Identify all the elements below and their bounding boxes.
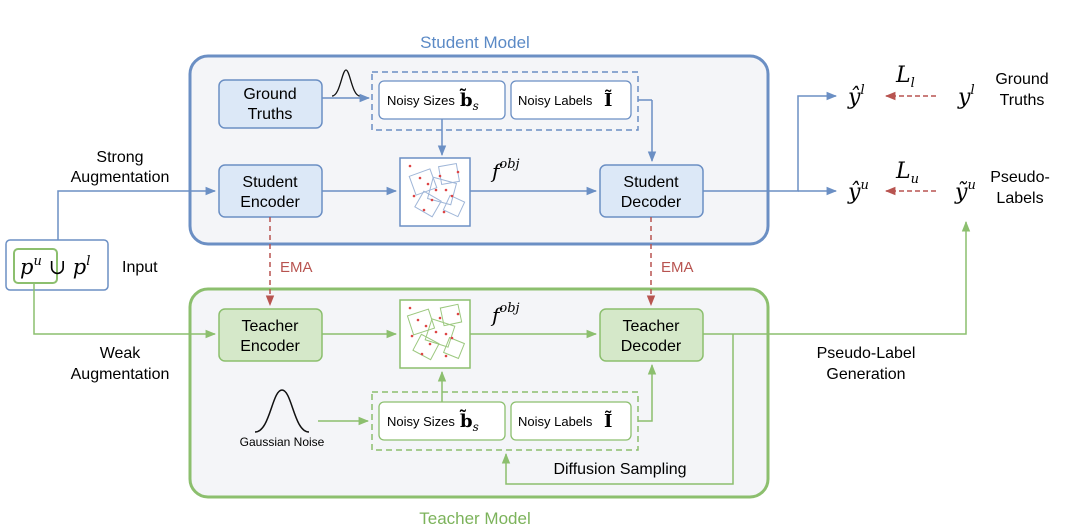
student-noisy-labels-symbol: Ĩ <box>604 88 612 111</box>
teacher-feature-dots <box>408 306 460 358</box>
student-decoder-line2: Decoder <box>621 194 682 211</box>
teacher-noisy-labels-symbol: Ĩ <box>604 409 612 432</box>
teacher-model-title: Teacher Model <box>419 509 531 528</box>
teacher-noisy-labels-to-decoder-arrow <box>638 363 657 422</box>
weak-aug-line2: Augmentation <box>71 366 170 383</box>
decoder-output-arrow-top <box>703 91 838 192</box>
pseudo-label-generation-line1: Pseudo-Label <box>817 345 916 362</box>
diffusion-sampling-label: Diffusion Sampling <box>553 461 686 478</box>
student-feature-dots <box>408 164 460 214</box>
ground-truths-box-line1: Ground <box>243 86 296 103</box>
loss-u: Lu <box>895 159 919 187</box>
small-gaussian-icon <box>331 69 361 97</box>
ground-truths-box <box>218 79 323 129</box>
teacher-noisy-sizes-label: Noisy Sizes <box>387 414 455 429</box>
student-noisy-sizes-label: Noisy Sizes <box>387 93 455 108</box>
teacher-encoder-box <box>218 308 323 362</box>
teacher-encoder-line2: Encoder <box>240 338 300 355</box>
strong-aug-line1: Strong <box>96 149 143 166</box>
student-model-title: Student Model <box>420 33 530 52</box>
ema-right-label: EMA <box>661 259 694 276</box>
input-label: Input <box>122 259 158 276</box>
ground-truths-box-line2: Truths <box>248 106 293 123</box>
diffusion-sampling-loop <box>501 334 734 485</box>
student-noisy-labels-box <box>510 80 632 120</box>
loss-l: Ll <box>895 63 915 91</box>
gaussian-noise-icon <box>254 389 310 433</box>
input-formula: pu ∪ pl <box>20 254 90 279</box>
strong-aug-line2: Augmentation <box>71 169 170 186</box>
pseudo-labels-right-line1: Pseudo- <box>990 169 1050 186</box>
pseudo-labels-right-line2: Labels <box>996 190 1043 207</box>
pseudo-label-generation-arrow <box>703 220 971 335</box>
student-noisy-labels-label: Noisy Labels <box>518 93 593 108</box>
y-tilde-u: ỹu <box>954 178 976 205</box>
student-decoder-line1: Student <box>623 174 679 191</box>
gaussian-noise-label: Gaussian Noise <box>240 435 325 449</box>
strong-aug-arrow <box>57 186 217 240</box>
teacher-decoder-box <box>599 308 704 362</box>
student-feature-image <box>399 157 471 227</box>
teacher-decoder-line1: Teacher <box>623 318 681 335</box>
unlabeled-input-box <box>13 248 58 284</box>
weak-aug-line1: Weak <box>100 345 142 362</box>
y-hat-u: ŷu <box>847 178 869 205</box>
student-encoder-line1: Student <box>242 174 298 191</box>
teacher-feature-image <box>399 299 471 369</box>
pseudo-label-generation-line2: Generation <box>826 366 905 383</box>
y-l: yl <box>957 83 975 110</box>
ground-truths-right-line2: Truths <box>1000 92 1045 109</box>
ground-truths-right-line1: Ground <box>995 71 1048 88</box>
teacher-noisy-labels-label: Noisy Labels <box>518 414 593 429</box>
student-feature-boxes <box>408 162 466 218</box>
teacher-noisy-labels-box <box>510 401 632 441</box>
student-noisy-group <box>371 71 639 131</box>
ema-left-label: EMA <box>280 259 313 276</box>
y-hat-l: ŷl <box>847 83 865 110</box>
weak-aug-arrow <box>33 283 217 339</box>
teacher-decoder-line2: Decoder <box>621 338 682 355</box>
teacher-encoder-line1: Teacher <box>242 318 300 335</box>
student-encoder-line2: Encoder <box>240 194 300 211</box>
